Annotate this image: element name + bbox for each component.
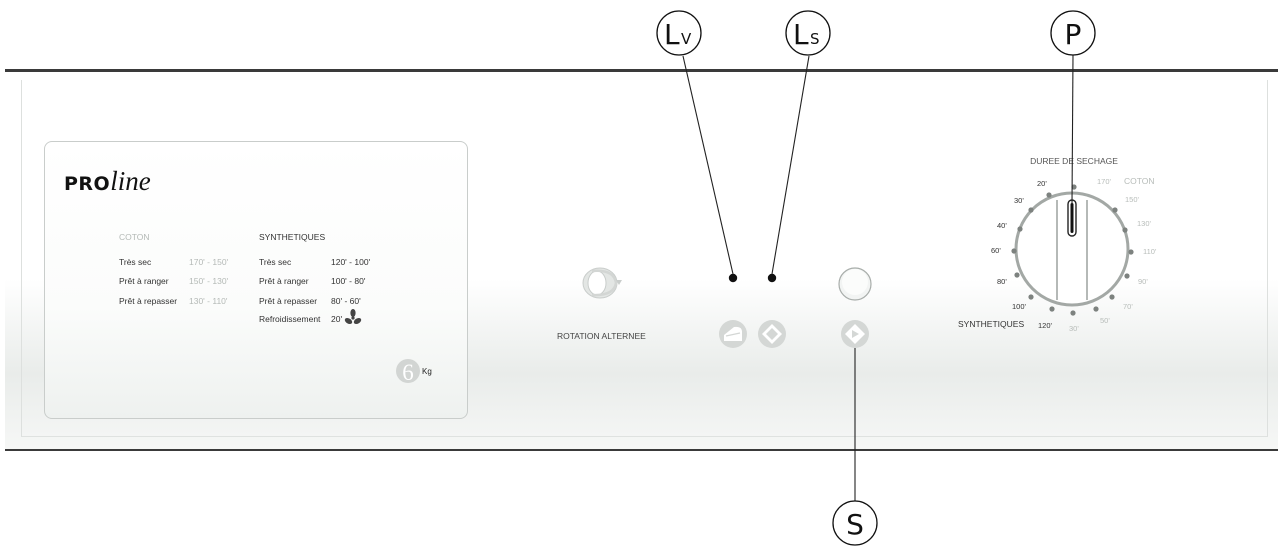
ls-indicator-lamp: [767, 273, 777, 283]
row-label: Très sec: [119, 257, 152, 267]
row-synth-value: 80' - 60': [331, 296, 361, 306]
row-synth-label: Très sec: [259, 257, 292, 267]
callout-s: S: [832, 500, 878, 546]
coton-header: COTON: [119, 232, 150, 242]
capacity-unit: Kg: [422, 367, 432, 376]
row-synth-label: Prêt à ranger: [259, 276, 309, 286]
row-synth-value: 100' - 80': [331, 276, 366, 286]
fan-icon: [344, 309, 362, 325]
row-label: Prêt à ranger: [119, 276, 169, 286]
dial-synth-label: SYNTHETIQUES: [958, 319, 1024, 329]
synth-mark: 120': [1038, 321, 1053, 330]
coton-mark: 170': [1097, 177, 1112, 186]
callout-p: P: [1050, 10, 1096, 56]
start-icon: [841, 320, 869, 348]
row-coton-value: 170' - 150': [189, 257, 229, 267]
callout-ls: L S: [785, 10, 831, 56]
coton-mark: 50': [1100, 316, 1110, 325]
callout-ls-sub: S: [810, 30, 820, 48]
row-synth-value: 120' - 100': [331, 257, 371, 267]
synth-mark: 60': [991, 246, 1001, 255]
coton-mark: 70': [1123, 302, 1133, 311]
coton-mark: 90': [1138, 277, 1148, 286]
row-coton-value: 130' - 110': [189, 296, 228, 306]
callout-p-label: P: [1065, 18, 1082, 51]
synth-mark: 100': [1012, 302, 1027, 311]
coton-time-marks: 170' 150' 130' 110' 90' 70' 50' 30': [1069, 177, 1157, 333]
brand-logo: PROline: [64, 166, 151, 197]
callout-lv-main: L: [664, 18, 680, 51]
callout-lv-sub: V: [681, 30, 692, 48]
coton-mark: 130': [1137, 219, 1152, 228]
coton-mark: 30': [1069, 324, 1079, 333]
callout-ls-main: L: [793, 18, 809, 51]
diamond-icon[interactable]: [758, 320, 786, 348]
row-coton-value: 150' - 130': [189, 276, 229, 286]
callout-s-label: S: [846, 508, 864, 541]
synth-mark: 80': [997, 277, 1007, 286]
cooling-value: 20': [331, 314, 343, 324]
row-synth-label: Prêt à repasser: [259, 296, 318, 306]
lv-indicator-lamp: [728, 273, 738, 283]
capacity-badge: 6: [396, 359, 420, 385]
start-button[interactable]: [838, 267, 872, 301]
rotation-label: ROTATION ALTERNEE: [557, 331, 646, 341]
dial-title: DUREE DE SECHAGE: [1030, 156, 1118, 166]
brand-part2: line: [110, 166, 151, 196]
synth-time-marks: 20' 30' 40' 60' 80' 100' 120': [991, 179, 1053, 330]
coton-mark: 110': [1143, 247, 1157, 256]
row-label: Prêt à repasser: [119, 296, 178, 306]
coton-mark: 150': [1125, 195, 1140, 204]
brand-part1: PRO: [64, 173, 111, 195]
callout-lv: L V: [656, 10, 702, 56]
cooling-label: Refroidissement: [259, 314, 321, 324]
synth-header: SYNTHETIQUES: [259, 232, 326, 242]
dial-marks: [1011, 184, 1134, 316]
callout-leaders: [682, 54, 1074, 501]
dial-coton-label: COTON: [1124, 176, 1155, 186]
synth-mark: 20': [1037, 179, 1047, 188]
rotation-drum-icon: [582, 267, 622, 299]
synth-mark: 30': [1014, 196, 1024, 205]
iron-icon[interactable]: [719, 320, 747, 348]
capacity-number: 6: [402, 360, 414, 385]
synth-mark: 40': [997, 221, 1007, 230]
